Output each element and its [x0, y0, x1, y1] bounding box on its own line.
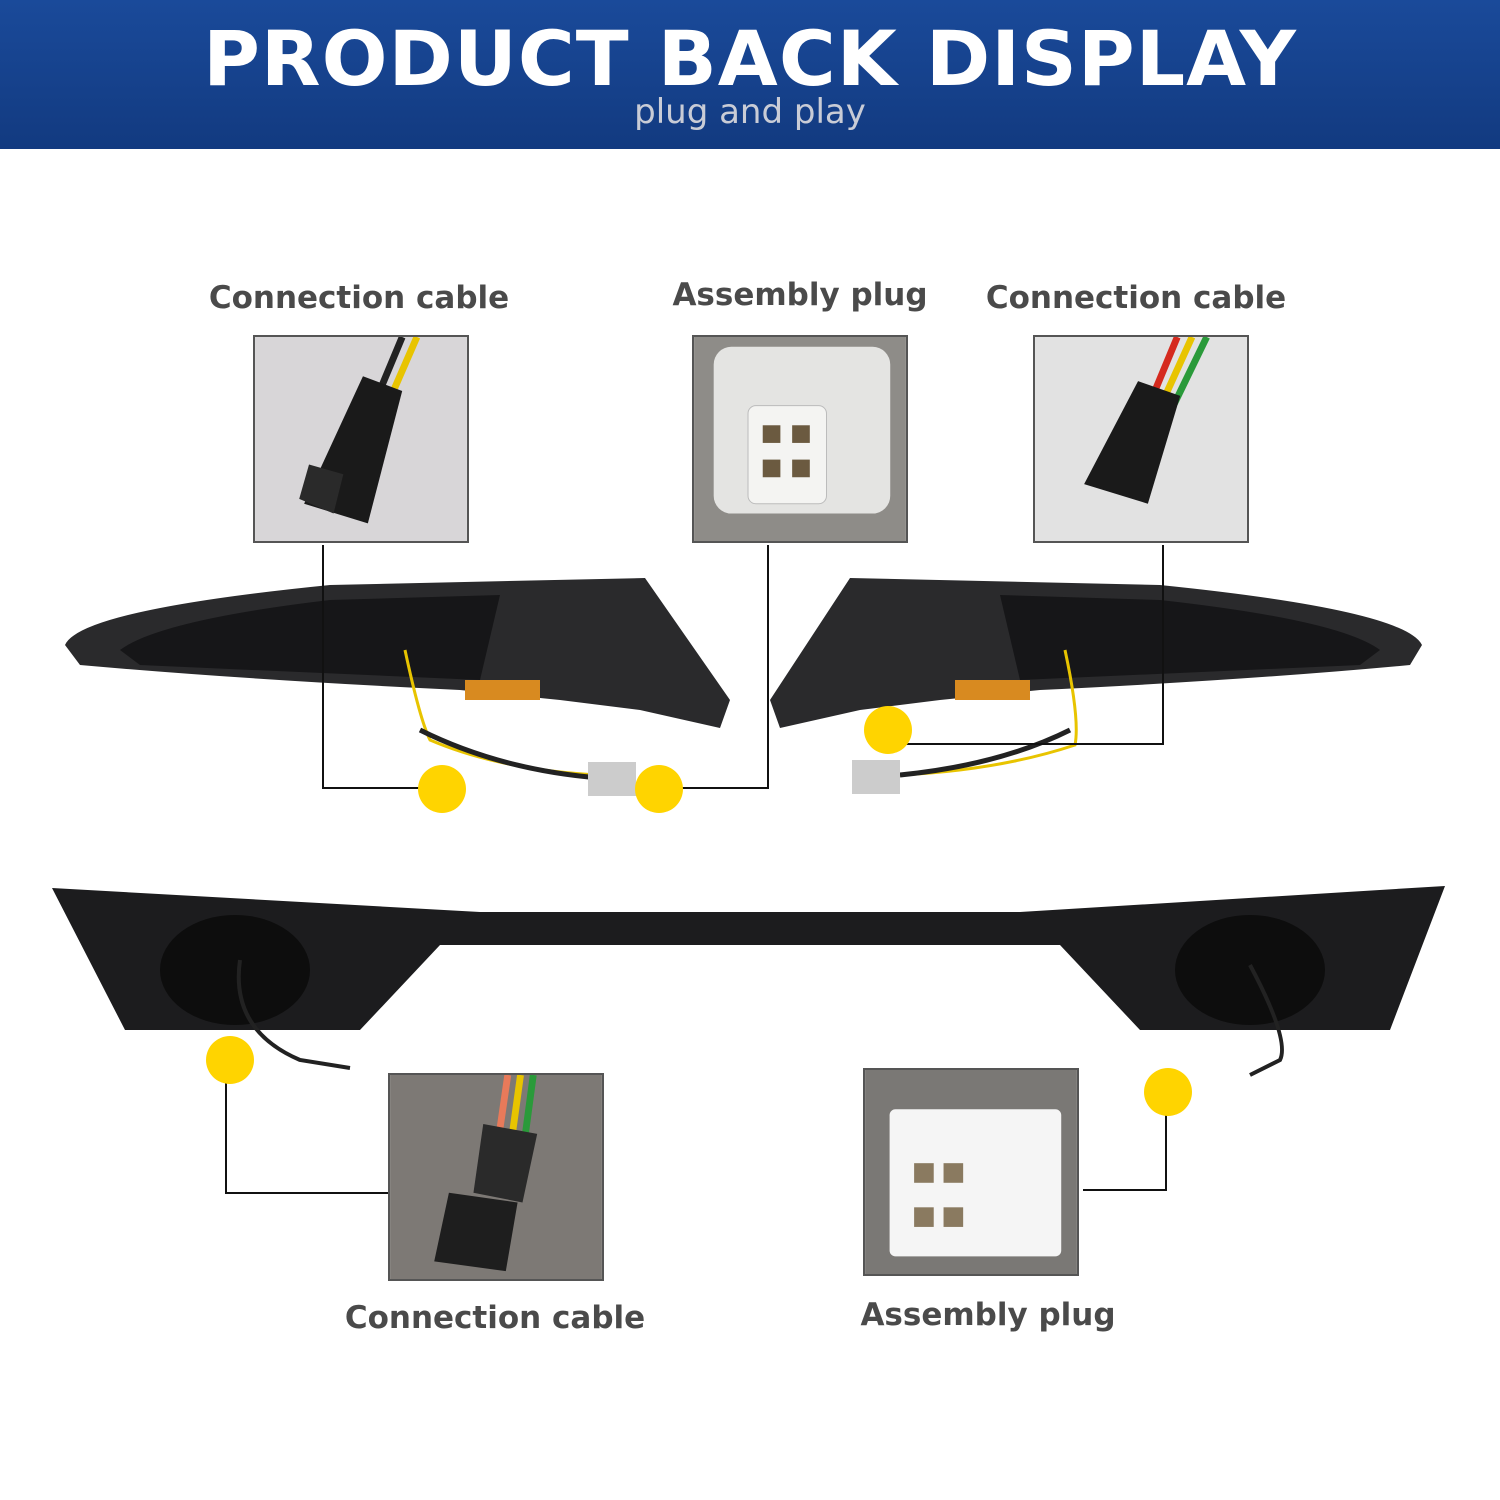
- connection-cable-photo-1: [253, 335, 469, 543]
- callout-label-assembly-plug-top: Assembly plug: [672, 277, 928, 313]
- marker-dot-connection-cable-left: [418, 765, 466, 813]
- assembly-plug-photo-2: [863, 1068, 1079, 1276]
- connection-cable-photo-2: [1033, 335, 1249, 543]
- marker-dot-assembly-plug-bottom: [1144, 1068, 1192, 1116]
- callout-label-connection-cable-top-left: Connection cable: [208, 280, 510, 316]
- right-tail-lamp: [770, 578, 1422, 794]
- header-banner: PRODUCT BACK DISPLAY plug and play: [0, 0, 1500, 149]
- trunk-lamp-bar: [52, 886, 1445, 1077]
- callout-label-connection-cable-top-right: Connection cable: [985, 280, 1287, 316]
- marker-dot-assembly-plug-top: [635, 765, 683, 813]
- callout-label-assembly-plug-bottom: Assembly plug: [860, 1297, 1116, 1333]
- callout-label-connection-cable-bottom: Connection cable: [344, 1300, 646, 1336]
- left-tail-lamp: [65, 578, 730, 796]
- marker-dot-connection-cable-right: [864, 706, 912, 754]
- page-subtitle: plug and play: [634, 92, 866, 132]
- page-title: PRODUCT BACK DISPLAY: [203, 14, 1297, 103]
- marker-dot-connection-cable-bottom: [206, 1036, 254, 1084]
- connection-cable-photo-3: [388, 1073, 604, 1281]
- assembly-plug-photo-1: [692, 335, 908, 543]
